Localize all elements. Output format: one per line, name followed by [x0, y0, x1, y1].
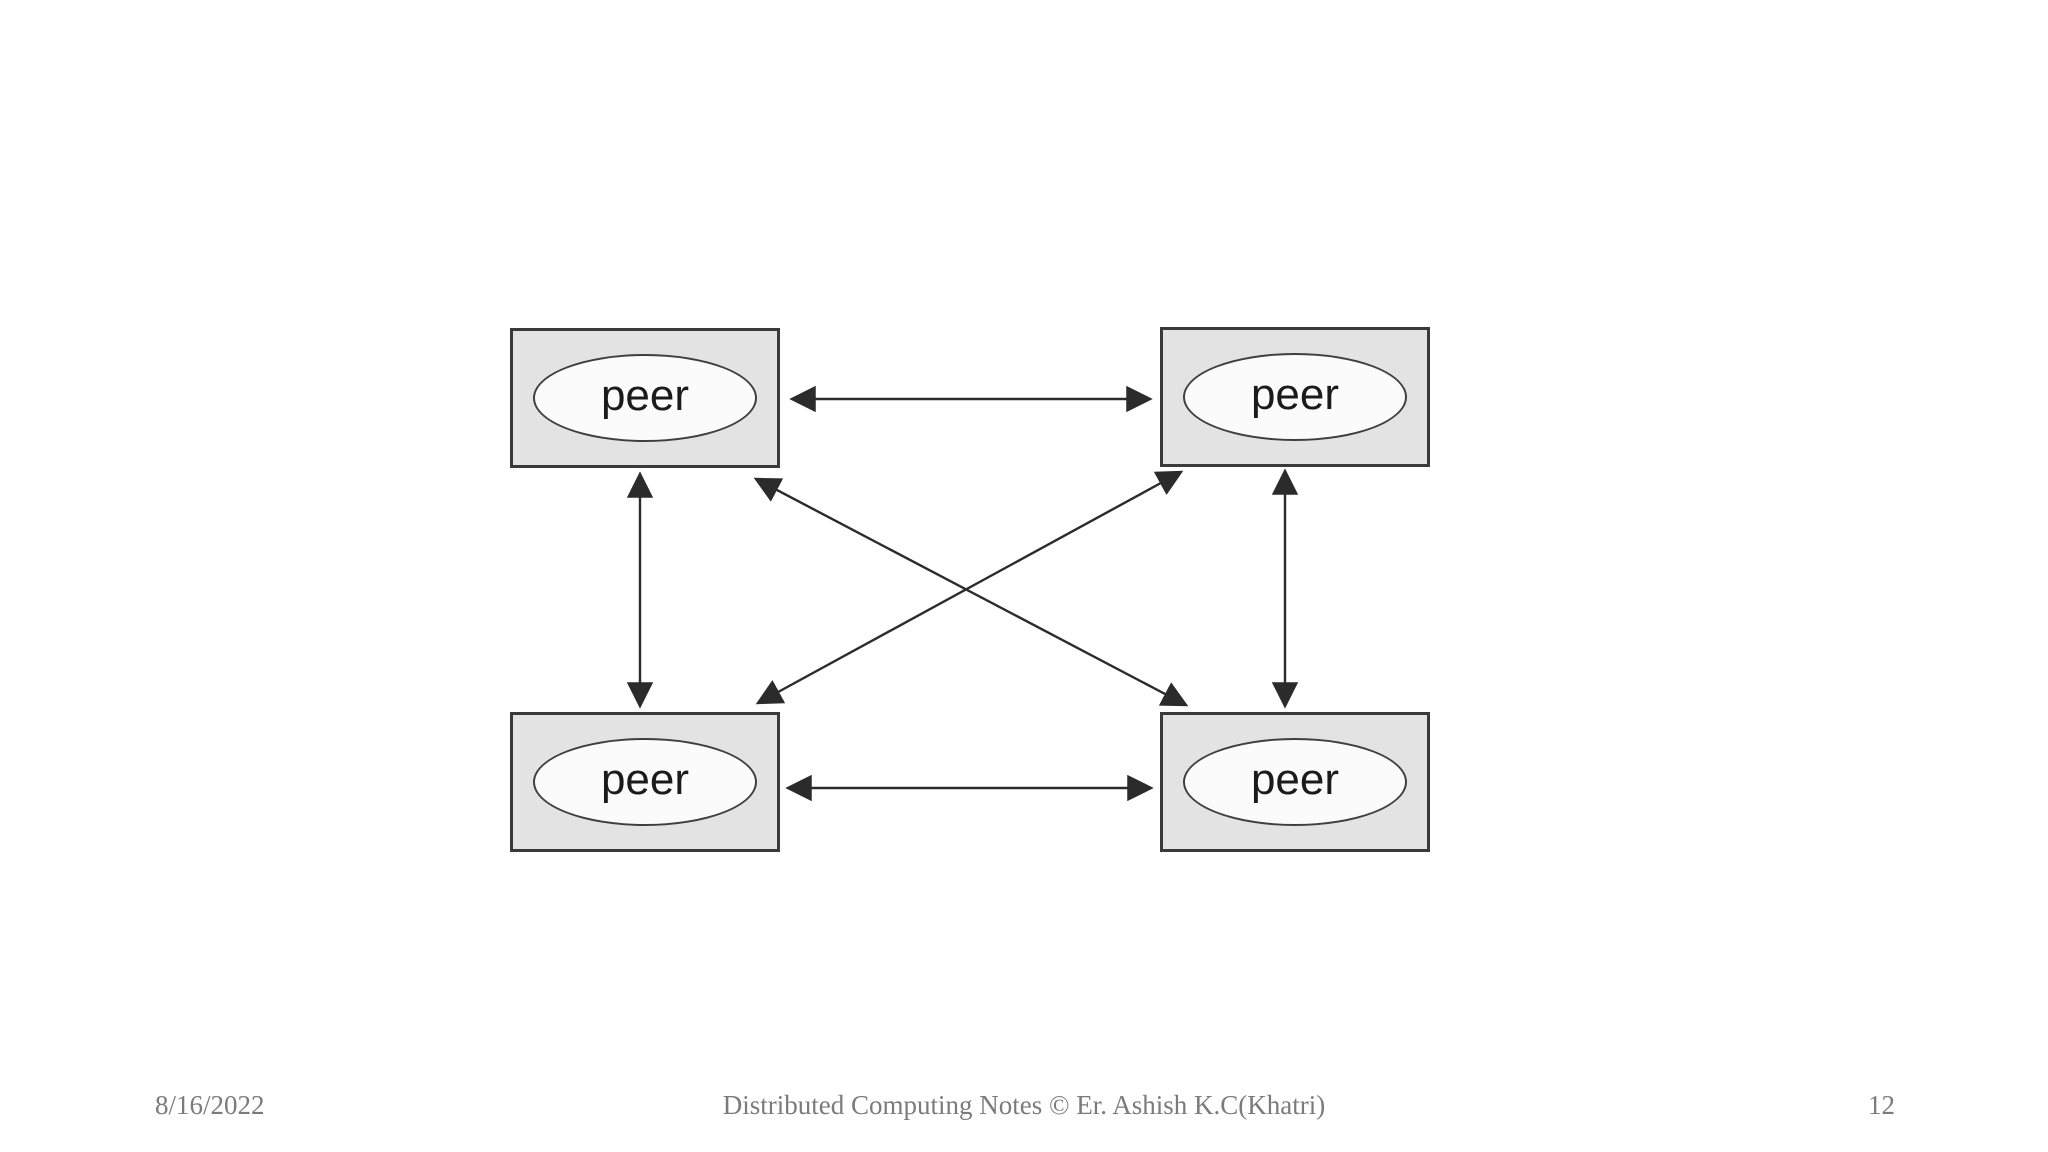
footer-credit: Distributed Computing Notes © Er. Ashish…	[722, 1090, 1326, 1120]
node-peer-top-left: peer	[510, 328, 780, 468]
peer-label: peer	[600, 371, 690, 420]
peer-label: peer	[1250, 755, 1340, 804]
edge-topleft-bottomright	[753, 477, 1189, 707]
node-peer-bottom-right: peer	[1160, 712, 1430, 852]
peer-ellipse: peer	[1183, 738, 1407, 826]
peer-ellipse: peer	[533, 354, 757, 442]
node-peer-bottom-left: peer	[510, 712, 780, 852]
slide-footer: 8/16/2022 Distributed Computing Notes © …	[0, 1090, 2048, 1130]
edge-topright-bottomleft	[755, 470, 1184, 705]
footer-date: 8/16/2022	[155, 1090, 265, 1120]
peer-ellipse: peer	[1183, 353, 1407, 441]
footer-page-number: 12	[1868, 1090, 1895, 1120]
node-peer-top-right: peer	[1160, 327, 1430, 467]
peer-label: peer	[1250, 370, 1340, 419]
peer-label: peer	[600, 755, 690, 804]
peer-ellipse: peer	[533, 738, 757, 826]
